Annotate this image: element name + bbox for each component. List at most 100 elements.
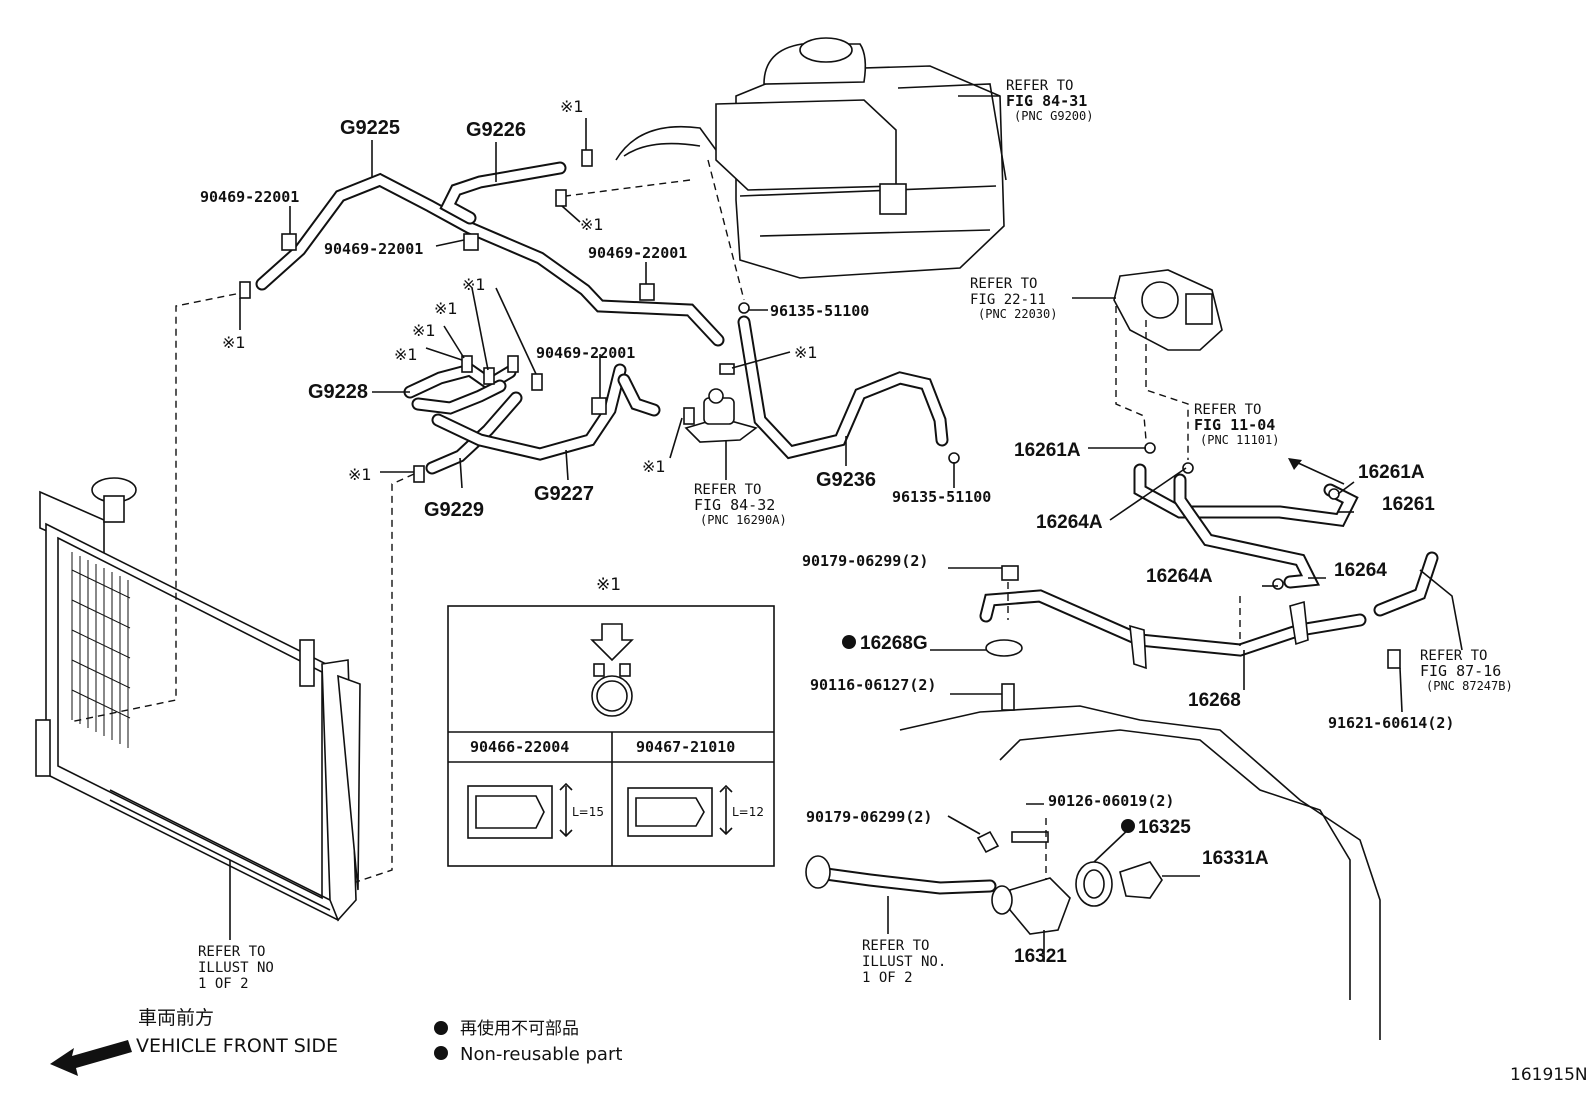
hose-g9236: [737, 315, 949, 460]
front-side-en: VEHICLE FRONT SIDE: [136, 1035, 338, 1057]
nonreuse-bullet: [434, 1046, 448, 1060]
part-number-labels: G9225 G9226 G9228 G9229 G9227 G9236 9046…: [200, 117, 1454, 967]
label-g9229: G9229: [424, 499, 484, 521]
svg-text:FIG 84-31: FIG 84-31: [1006, 92, 1087, 110]
nonreuse-bullet: [434, 1021, 448, 1035]
svg-text:1 OF 2: 1 OF 2: [862, 970, 913, 986]
svg-text:REFER TO: REFER TO: [1194, 402, 1261, 418]
inset-col1-length: L=15: [572, 805, 604, 819]
clamp-mark: ※1: [560, 97, 584, 116]
fasteners: [738, 302, 1401, 711]
svg-text:(PNC 11101): (PNC 11101): [1200, 433, 1279, 447]
label-16261: 16261: [1382, 494, 1435, 515]
ref-fig-11-04: REFER TO FIG 11-04 (PNC 11101): [1194, 402, 1279, 447]
inset-col2-part: 90467-21010: [636, 738, 735, 756]
nonreuse-en: Non-reusable part: [460, 1044, 622, 1065]
svg-text:ILLUST NO.: ILLUST NO.: [862, 954, 946, 970]
ref-fig-84-31: REFER TO FIG 84-31 (PNC G9200): [1006, 78, 1093, 123]
label-90179-b: 90179-06299(2): [806, 808, 932, 826]
clamp-mark: ※1: [222, 333, 246, 352]
label-90469-c: 90469-22001: [588, 244, 687, 262]
svg-text:FIG 87-16: FIG 87-16: [1420, 662, 1501, 680]
label-90126: 90126-06019(2): [1048, 792, 1174, 810]
svg-text:1 OF 2: 1 OF 2: [198, 976, 249, 992]
label-90179-a: 90179-06299(2): [802, 552, 928, 570]
clamps: [239, 149, 735, 483]
inset-col1-part: 90466-22004: [470, 738, 569, 756]
svg-text:ILLUST NO: ILLUST NO: [198, 960, 274, 976]
label-16331A: 16331A: [1202, 848, 1269, 869]
label-16261A-b: 16261A: [1358, 462, 1425, 483]
clamp-mark: ※1: [794, 343, 818, 362]
ref-fig-87-16: REFER TO FIG 87-16 (PNC 87247B): [1420, 648, 1513, 693]
nonreuse-dot-16268G: [842, 635, 856, 649]
reference-notes: REFER TO FIG 84-31 (PNC G9200) REFER TO …: [198, 78, 1513, 992]
inset-mark: ※1: [596, 575, 621, 595]
clamp-mark: ※1: [412, 321, 436, 340]
label-g9227: G9227: [534, 483, 594, 505]
label-16325: 16325: [1138, 817, 1191, 838]
hose-g9225: [255, 172, 725, 347]
ref-fig-22-11: REFER TO FIG 22-11 (PNC 22030): [970, 276, 1057, 321]
label-16261A-a: 16261A: [1014, 440, 1081, 461]
label-16268G: 16268G: [860, 633, 928, 654]
bypass-pipe-16261: [1133, 463, 1359, 528]
inset-col2-length: L=12: [732, 805, 764, 819]
svg-text:REFER TO: REFER TO: [862, 938, 929, 954]
label-g9228: G9228: [308, 381, 368, 403]
clamp-mark: ※1: [580, 215, 604, 234]
label-16264: 16264: [1334, 560, 1387, 581]
bypass-pipe-16264: [1173, 473, 1321, 589]
nonreuse-jp: 再使用不可部品: [460, 1018, 579, 1039]
svg-text:FIG 11-04: FIG 11-04: [1194, 416, 1275, 434]
svg-text:REFER TO: REFER TO: [198, 944, 265, 960]
clamp-mark: ※1: [642, 457, 666, 476]
svg-text:REFER TO: REFER TO: [694, 482, 761, 498]
label-90116: 90116-06127(2): [810, 676, 936, 694]
front-arrow-icon: [50, 1040, 132, 1076]
leader-lines: [229, 95, 1403, 962]
label-96135-b: 96135-51100: [892, 488, 991, 506]
svg-text:(PNC 16290A): (PNC 16290A): [700, 513, 787, 527]
hose-g9226: [439, 161, 567, 225]
label-16268: 16268: [1188, 690, 1241, 711]
clamp-mark: ※1: [394, 345, 418, 364]
throttle-body: [1113, 269, 1223, 351]
svg-text:(PNC 87247B): (PNC 87247B): [1426, 679, 1513, 693]
svg-text:(PNC G9200): (PNC G9200): [1014, 109, 1093, 123]
radiator-assembly: [35, 477, 361, 922]
label-96135-a: 96135-51100: [770, 302, 869, 320]
label-90469-b: 90469-22001: [324, 240, 423, 258]
reserve-tank: [615, 37, 1007, 279]
svg-text:REFER TO: REFER TO: [1420, 648, 1487, 664]
ref-fig-84-32: REFER TO FIG 84-32 (PNC 16290A): [694, 482, 787, 527]
label-90469-d: 90469-22001: [536, 344, 635, 362]
label-g9226: G9226: [466, 119, 526, 141]
hose-g9227: [431, 363, 661, 461]
svg-text:REFER TO: REFER TO: [970, 276, 1037, 292]
clamp-mark: ※1: [434, 299, 458, 318]
ref-illust-right: REFER TO ILLUST NO. 1 OF 2: [862, 938, 946, 986]
label-g9236: G9236: [816, 469, 876, 491]
hose-g9228: [403, 362, 517, 415]
label-91621: 91621-60614(2): [1328, 714, 1454, 732]
label-g9225: G9225: [340, 117, 400, 139]
svg-text:(PNC 22030): (PNC 22030): [978, 307, 1057, 321]
legend: 車両前方 VEHICLE FRONT SIDE 再使用不可部品 Non-reus…: [50, 1007, 622, 1076]
svg-text:REFER TO: REFER TO: [1006, 78, 1073, 94]
label-16264A-a: 16264A: [1036, 512, 1103, 533]
clamp-mark: ※1: [462, 275, 486, 294]
clamp-mark: ※1: [348, 465, 372, 484]
svg-text:FIG 22-11: FIG 22-11: [970, 292, 1046, 308]
figure-id: 161915N: [1510, 1065, 1588, 1085]
water-pipe-16268: [979, 589, 1367, 670]
label-90469-a: 90469-22001: [200, 188, 299, 206]
down-arrow-icon: [590, 623, 634, 662]
clamp-inset: ※1 90466-22004 90467-21010 L=15 L=12: [447, 575, 775, 867]
label-16321: 16321: [1014, 946, 1067, 967]
water-valve: [684, 388, 758, 443]
label-16264A-b: 16264A: [1146, 566, 1213, 587]
front-side-jp: 車両前方: [138, 1007, 214, 1029]
thermostat-housing: [805, 830, 1163, 935]
